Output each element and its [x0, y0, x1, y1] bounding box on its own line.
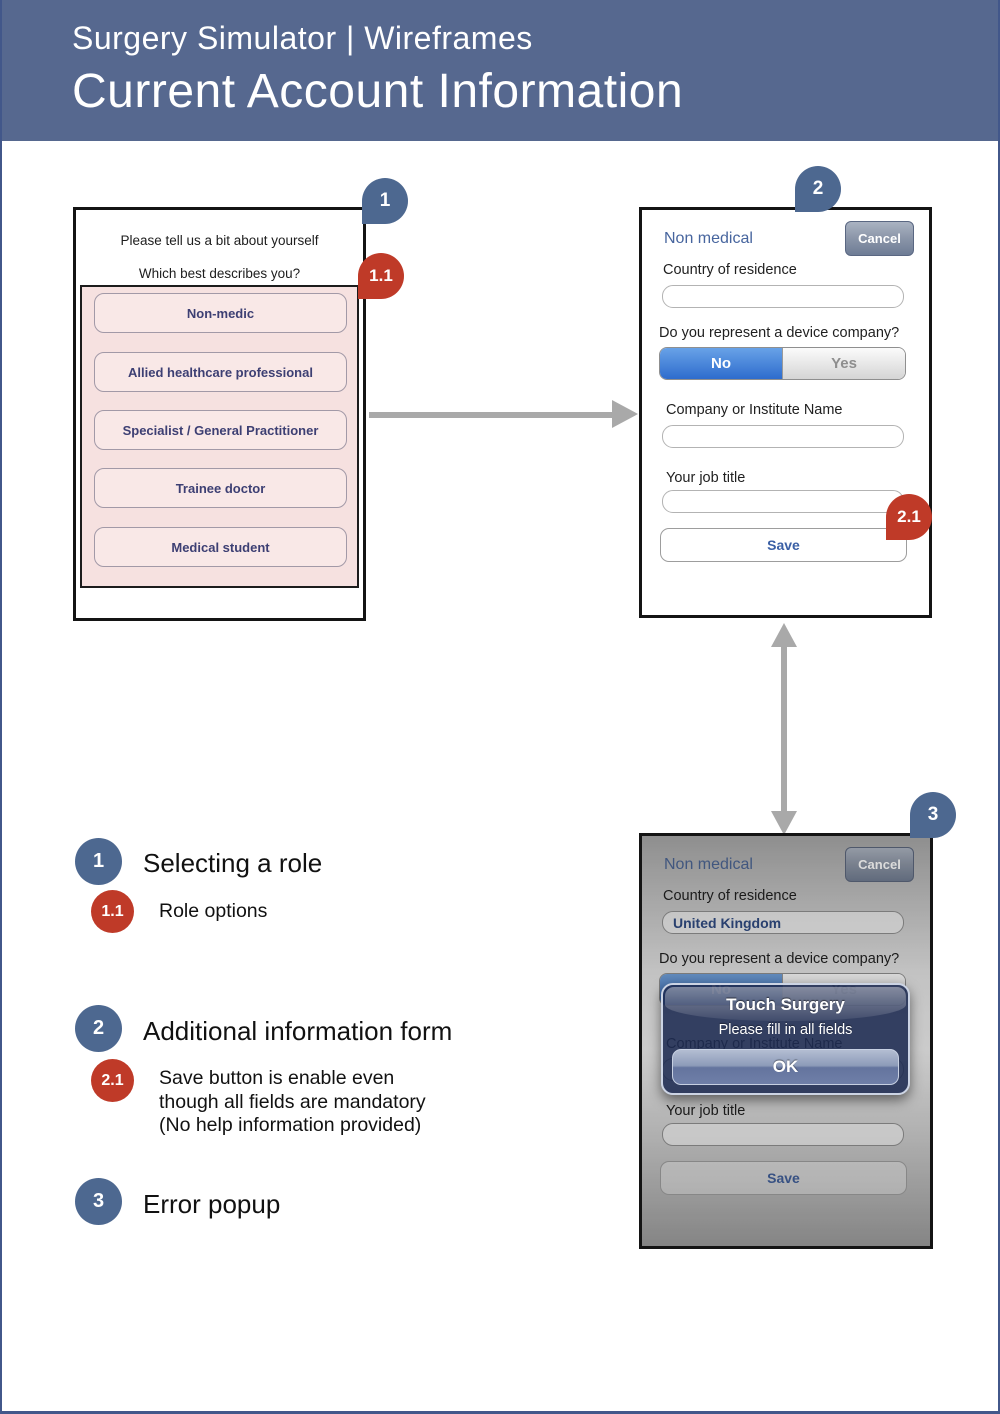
legend-badge-3: 3	[75, 1178, 122, 1225]
role-option-med-student[interactable]: Medical student	[94, 527, 347, 567]
legend-label-1-1: Role options	[159, 900, 268, 922]
form-nav-title-dimmed: Non medical	[664, 856, 753, 873]
header-subtitle: Surgery Simulator | Wireframes	[72, 20, 533, 56]
marker-1: 1	[362, 178, 408, 224]
role-option-allied[interactable]: Allied healthcare professional	[94, 352, 347, 392]
flow-arrow-vertical	[781, 645, 787, 813]
page-title: Current Account Information	[72, 65, 684, 118]
alert-title: Touch Surgery	[726, 995, 845, 1014]
country-label-dimmed: Country of residence	[663, 888, 797, 904]
marker-3: 3	[910, 792, 956, 838]
role-screen-question: Which best describes you?	[138, 266, 301, 281]
role-options-panel: Non-medic Allied healthcare professional…	[80, 285, 359, 588]
role-screen-title: Please tell us a bit about yourself	[120, 233, 319, 248]
country-label: Country of residence	[663, 262, 797, 278]
device-company-question: Do you represent a device company?	[659, 325, 900, 341]
legend-label-1: Selecting a role	[143, 848, 323, 878]
save-button[interactable]: Save	[660, 528, 907, 562]
legend-label-2-1-line1: Save button is enable even	[159, 1067, 395, 1089]
role-option-trainee[interactable]: Trainee doctor	[94, 468, 347, 508]
legend-badge-1-1: 1.1	[91, 890, 134, 933]
role-option-non-medic[interactable]: Non-medic	[94, 293, 347, 333]
alert-message: Please fill in all fields	[718, 1022, 853, 1038]
legend-badge-1: 1	[75, 838, 122, 885]
form-nav-title: Non medical	[664, 230, 753, 247]
legend-badge-2: 2	[75, 1005, 122, 1052]
flow-arrow-horizontal	[369, 412, 615, 418]
company-input[interactable]	[662, 425, 904, 448]
job-title-label-dimmed: Your job title	[666, 1103, 746, 1119]
job-title-label: Your job title	[666, 470, 746, 486]
arrow-up-icon	[771, 623, 797, 647]
country-input[interactable]	[662, 285, 904, 308]
toggle-yes-option[interactable]: Yes	[782, 348, 905, 379]
device-company-toggle: No Yes	[659, 347, 906, 380]
marker-2: 2	[795, 166, 841, 212]
save-button-dimmed[interactable]: Save	[660, 1161, 907, 1195]
legend-label-2-1-line2: though all fields are mandatory	[159, 1090, 426, 1113]
legend-label-2: Additional information form	[143, 1016, 453, 1046]
page-header: Surgery Simulator | Wireframes Current A…	[2, 0, 998, 141]
cancel-button-dimmed[interactable]: Cancel	[845, 847, 914, 882]
job-title-input-dimmed[interactable]	[662, 1123, 904, 1146]
additional-info-form-screen: Non medical Cancel Country of residence …	[639, 207, 932, 618]
country-input-filled[interactable]	[662, 911, 904, 934]
marker-1-1: 1.1	[358, 253, 404, 299]
arrow-right-icon	[612, 400, 638, 428]
legend-badge-2-1: 2.1	[91, 1059, 134, 1102]
role-option-specialist[interactable]: Specialist / General Practitioner	[94, 410, 347, 450]
toggle-no-option[interactable]: No	[660, 348, 782, 379]
role-selection-screen: Please tell us a bit about yourself Whic…	[73, 207, 366, 621]
job-title-input[interactable]	[662, 490, 904, 513]
cancel-button[interactable]: Cancel	[845, 221, 914, 256]
legend-label-3: Error popup	[143, 1189, 281, 1219]
error-popup-screen: Non medical Cancel Country of residence …	[639, 833, 933, 1249]
marker-2-1: 2.1	[886, 494, 932, 540]
alert-ok-button[interactable]: OK	[672, 1049, 899, 1085]
legend-label-2-1: Save button is enable even though all fi…	[159, 1067, 426, 1138]
device-company-question-dimmed: Do you represent a device company?	[659, 951, 900, 967]
company-label: Company or Institute Name	[666, 402, 843, 418]
legend-label-2-1-line3: (No help information provided)	[159, 1114, 422, 1136]
error-alert-dialog: Touch Surgery Please fill in all fields …	[661, 983, 910, 1095]
arrow-down-icon	[771, 811, 797, 835]
